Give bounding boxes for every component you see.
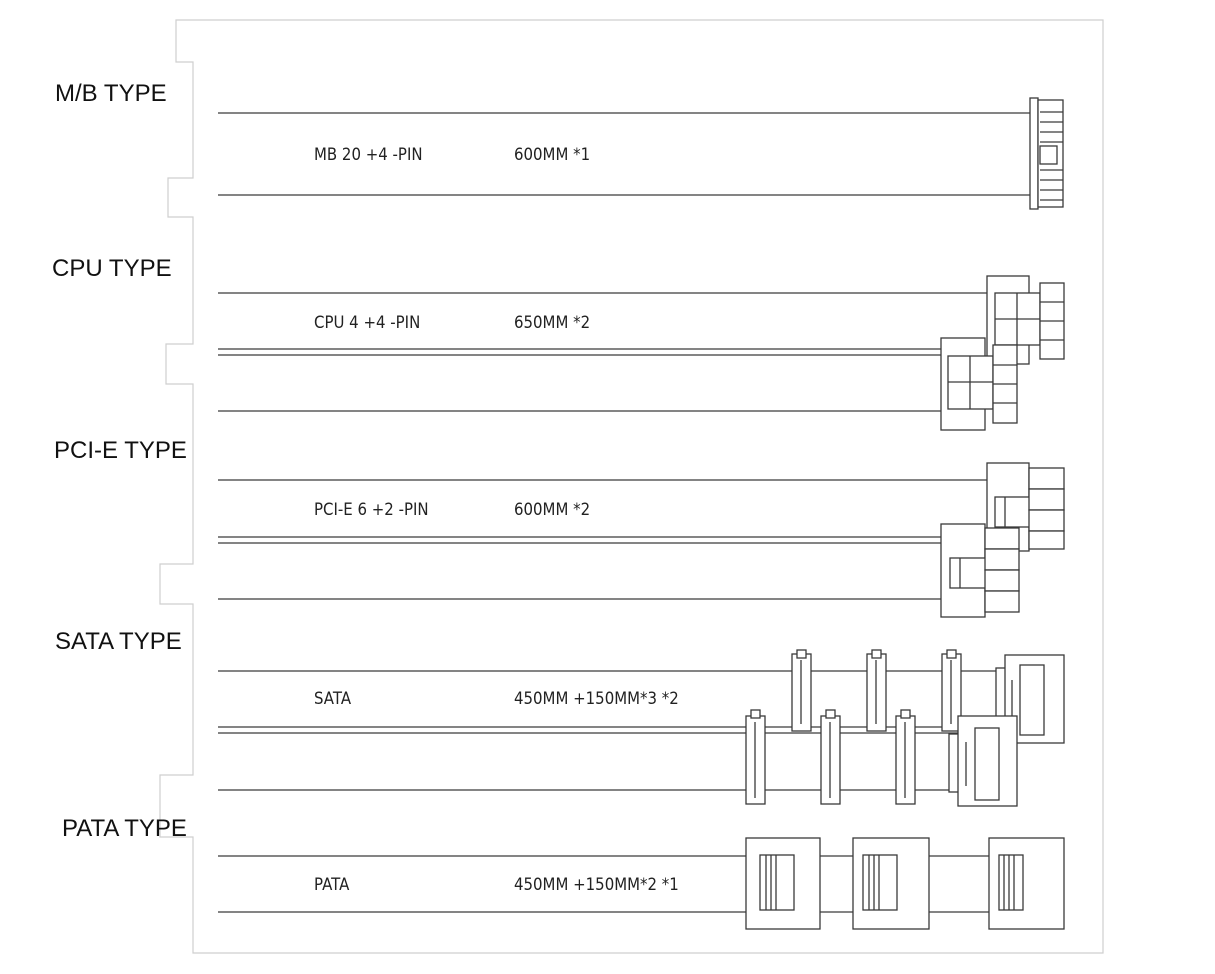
diagram-frame (159, 19, 1104, 954)
mb-cable (218, 112, 1031, 196)
pata-connector-2 (852, 837, 930, 930)
pata-cable-spec: 450MM +150MM*2 *1 (514, 875, 679, 895)
mb-cable-spec: 600MM *1 (514, 145, 591, 165)
cpu-type-label: CPU TYPE (52, 255, 172, 282)
cpu-cable-spec: 650MM *2 (514, 313, 591, 333)
sata-type-label: SATA TYPE (55, 628, 182, 655)
pata-connector-3 (988, 837, 1065, 930)
sata-cable-spec: 450MM +150MM*3 *2 (514, 689, 679, 709)
mb-cable-name: MB 20 +4 -PIN (314, 145, 423, 165)
mb-connector (1029, 97, 1064, 210)
pcie-cable-name: PCI-E 6 +2 -PIN (314, 500, 429, 520)
pata-cable-name: PATA (314, 875, 350, 895)
cpu-cable (218, 292, 988, 412)
pcie-cable-spec: 600MM *2 (514, 500, 591, 520)
sata-cable-name: SATA (314, 689, 352, 709)
pcie-cable (218, 479, 988, 600)
cpu-connector-lower (940, 337, 1018, 431)
mb-type-label: M/B TYPE (55, 80, 167, 107)
pata-connector-1 (745, 837, 821, 930)
pata-type-label: PATA TYPE (62, 815, 187, 842)
cpu-cable-name: CPU 4 +4 -PIN (314, 313, 421, 333)
sata-connector-row-lower (745, 709, 1018, 807)
pcie-type-label: PCI-E TYPE (54, 437, 187, 464)
pcie-connector-lower (940, 523, 1020, 618)
